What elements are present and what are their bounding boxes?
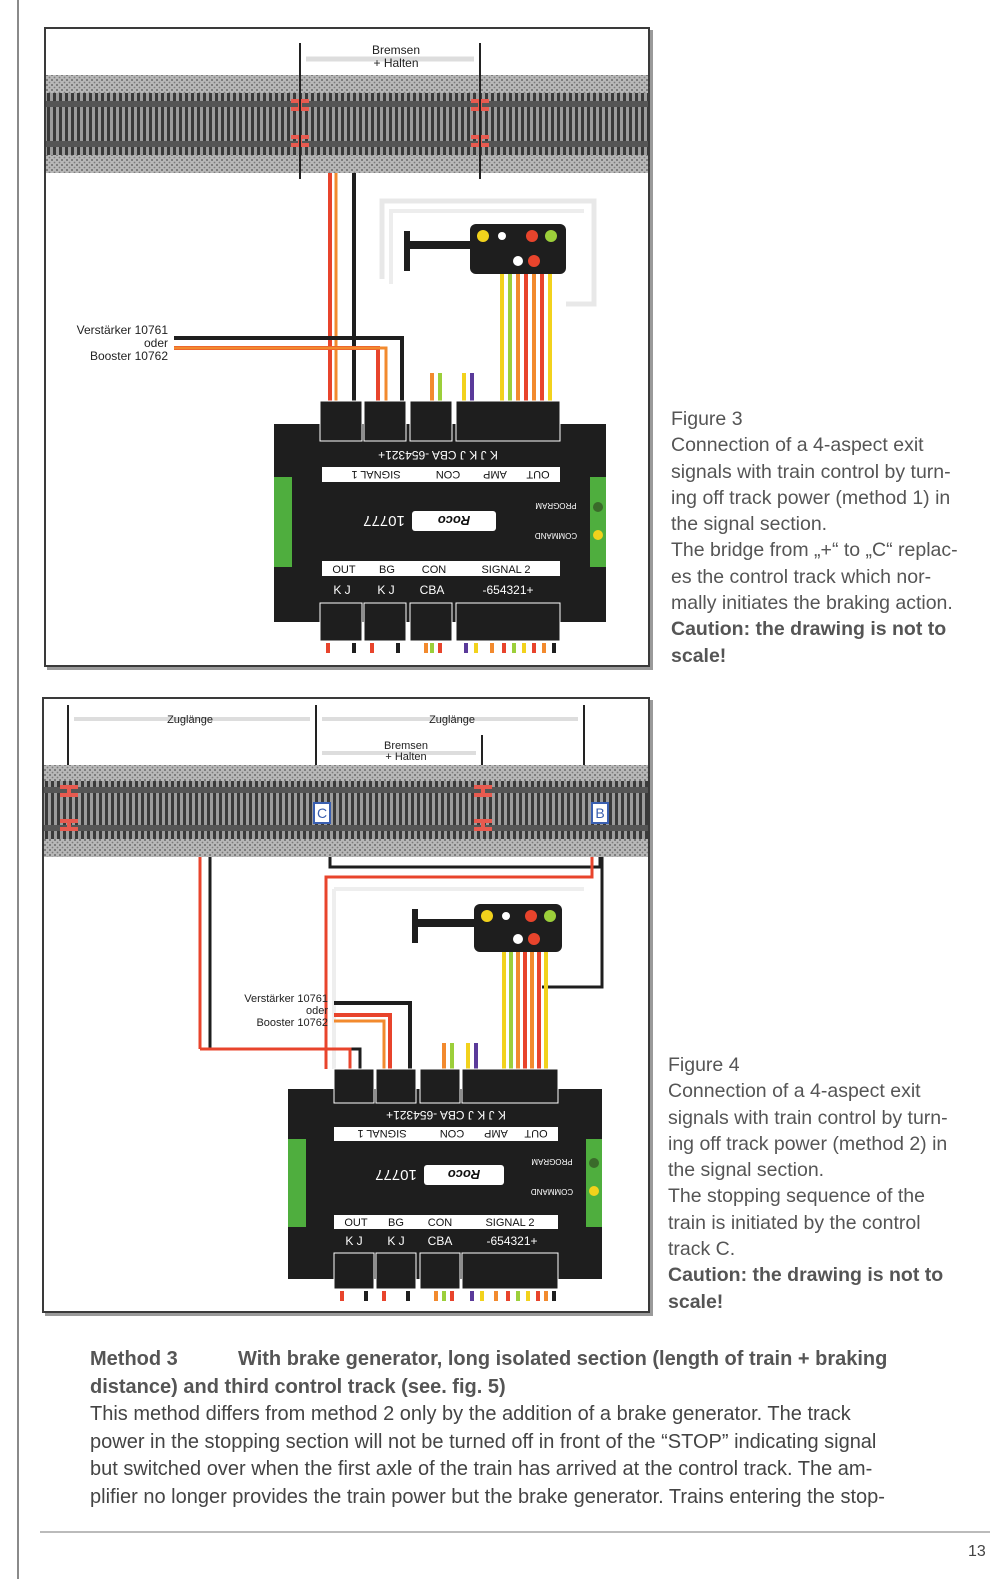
fig4-train-length-2: Zuglänge: [429, 714, 475, 726]
fig4-train-length-1: Zuglänge: [167, 714, 213, 726]
caption-line: The stopping sequence of the: [668, 1185, 925, 1208]
bottom-term-out: K J: [345, 1234, 362, 1248]
figure-3-svg: Bremsen + Halten Verstärker 10761: [46, 43, 648, 653]
module-command-label: COMMAND: [531, 1187, 573, 1196]
caption-line: ing off track power (method 2) in: [668, 1132, 948, 1155]
method-3-heading-line2: distance) and third control track (see. …: [90, 1375, 506, 1398]
bottom-group-signal2: SIGNAL 2: [481, 564, 530, 576]
figure-3-caption: Figure 3 Connection of a 4-aspect exit s…: [671, 406, 991, 669]
caption-line: the signal section.: [668, 1159, 825, 1182]
bottom-term-signal2: -654321+: [486, 1234, 537, 1248]
control-track-b-label: B: [595, 805, 604, 821]
rail-top: [44, 787, 648, 793]
isolator-left: [60, 785, 78, 831]
fig3-booster-label-1: Verstärker 10761: [77, 323, 169, 337]
signal-light-4-aspect: [412, 904, 562, 952]
caption-line: signals with train control by turn-: [668, 1106, 948, 1129]
module-command-label: COMMAND: [535, 531, 577, 540]
bottom-group-con: CON: [428, 1217, 453, 1229]
control-track-c-label: C: [317, 805, 327, 821]
figure-3-title: Figure 3: [671, 408, 743, 430]
decoder-module-10777: K J K J CBA -654321+ OUT AMP CON SIGNAL …: [288, 1068, 602, 1301]
top-group-out: OUT: [524, 1127, 548, 1139]
caution-note: Caution: the drawing is not to: [668, 1264, 944, 1287]
bottom-term-bg: K J: [387, 1234, 404, 1248]
control-track-b-marker: [591, 802, 609, 824]
module-program-label: PROGRAM: [535, 501, 577, 510]
bottom-group-bg: BG: [379, 564, 395, 576]
rail-bottom: [46, 141, 648, 147]
body-line: power in the stopping section will not b…: [90, 1430, 877, 1453]
isolator-right: [474, 785, 492, 831]
caption-line: ing off track power (method 1) in: [671, 486, 951, 509]
bottom-term-signal2: -654321+: [482, 583, 533, 597]
top-group-signal1: SIGNAL 1: [351, 468, 400, 480]
bottom-group-bg: BG: [388, 1217, 404, 1229]
bottom-group-signal2: SIGNAL 2: [485, 1217, 534, 1229]
figure-4-svg: Zuglänge Zuglänge Bremsen + Halten C B: [44, 705, 648, 1301]
fig4-brake-label-1: Bremsen: [384, 740, 428, 752]
caption-line: mally initiates the braking action.: [671, 592, 953, 615]
rail-bottom: [44, 825, 648, 831]
fig3-brake-label-2: + Halten: [373, 56, 418, 70]
fig4-booster-label-2: oder: [306, 1005, 328, 1017]
figure-4-title: Figure 4: [668, 1054, 740, 1076]
fig4-brake-label-2: + Halten: [385, 751, 426, 763]
figure-3-diagram: Bremsen + Halten Verstärker 10761: [44, 27, 650, 667]
footer-rule: [40, 1531, 990, 1533]
caption-line: track C.: [668, 1238, 736, 1261]
figure-4-diagram: Zuglänge Zuglänge Bremsen + Halten C B: [42, 697, 650, 1313]
method-3-heading-text: With brake generator, long isolated sect…: [238, 1348, 888, 1370]
fig3-booster-label-2: oder: [144, 336, 168, 350]
top-group-con: CON: [440, 1127, 465, 1139]
caption-line: the signal section.: [671, 513, 828, 536]
caption-line: Connection of a 4-aspect exit: [668, 1080, 921, 1103]
module-top-terminal-text: K J K J CBA -654321+: [386, 1108, 506, 1122]
bottom-term-con: CBA: [420, 583, 445, 597]
top-group-amp: AMP: [483, 468, 507, 480]
module-brand: Roco: [448, 1167, 481, 1182]
caution-note: scale!: [668, 1290, 724, 1313]
top-group-signal1: SIGNAL 1: [357, 1127, 406, 1139]
caption-line: The bridge from „+“ to „C“ replac-: [671, 539, 958, 562]
caption-line: es the control track which nor-: [671, 565, 932, 588]
control-track-c-marker: [313, 802, 331, 824]
bottom-group-con: CON: [422, 564, 447, 576]
method-3-heading: Method 3 With brake generator, long isola…: [90, 1346, 995, 1374]
fig3-brake-label-1: Bremsen: [372, 43, 420, 57]
top-group-con: CON: [436, 468, 461, 480]
figure-4-caption: Figure 4 Connection of a 4-aspect exit s…: [668, 1052, 988, 1315]
bottom-group-out: OUT: [344, 1217, 368, 1229]
left-margin-rule: [17, 0, 19, 1579]
caution-note: Caution: the drawing is not to: [671, 618, 947, 641]
body-line: but switched over when the first axle of…: [90, 1458, 873, 1480]
module-top-terminal-text: K J K J CBA -654321+: [378, 448, 498, 462]
top-group-out: OUT: [526, 468, 550, 480]
caution-note: scale!: [671, 644, 727, 667]
body-line: plifier no longer provides the train pow…: [90, 1485, 885, 1508]
decoder-module-10777: K J K J CBA -654321+ OUT AMP CON SIGNAL …: [274, 400, 606, 653]
bottom-term-con: CBA: [428, 1234, 453, 1248]
rail-top: [46, 101, 648, 107]
module-program-label: PROGRAM: [531, 1157, 573, 1166]
bottom-group-out: OUT: [332, 564, 356, 576]
method-3-section: Method 3 With brake generator, long isola…: [90, 1346, 995, 1511]
page-number: 13: [968, 1543, 986, 1560]
caption-line: signals with train control by turn-: [671, 460, 951, 483]
module-model: 10777: [375, 1166, 417, 1183]
signal-light-4-aspect: [404, 224, 566, 274]
caption-line: Connection of a 4-aspect exit: [671, 434, 924, 457]
caption-line: train is initiated by the control: [668, 1211, 921, 1234]
body-line: This method differs from method 2 only b…: [90, 1403, 851, 1425]
method-3-number: Method 3: [90, 1348, 178, 1370]
module-brand: Roco: [438, 513, 471, 528]
fig4-booster-label-3: Booster 10762: [256, 1017, 328, 1029]
bottom-term-out: K J: [333, 583, 350, 597]
module-model: 10777: [363, 512, 405, 529]
fig4-booster-label-1: Verstärker 10761: [244, 993, 328, 1005]
top-group-amp: AMP: [484, 1127, 508, 1139]
fig3-booster-label-3: Booster 10762: [90, 349, 168, 363]
bottom-term-bg: K J: [377, 583, 394, 597]
